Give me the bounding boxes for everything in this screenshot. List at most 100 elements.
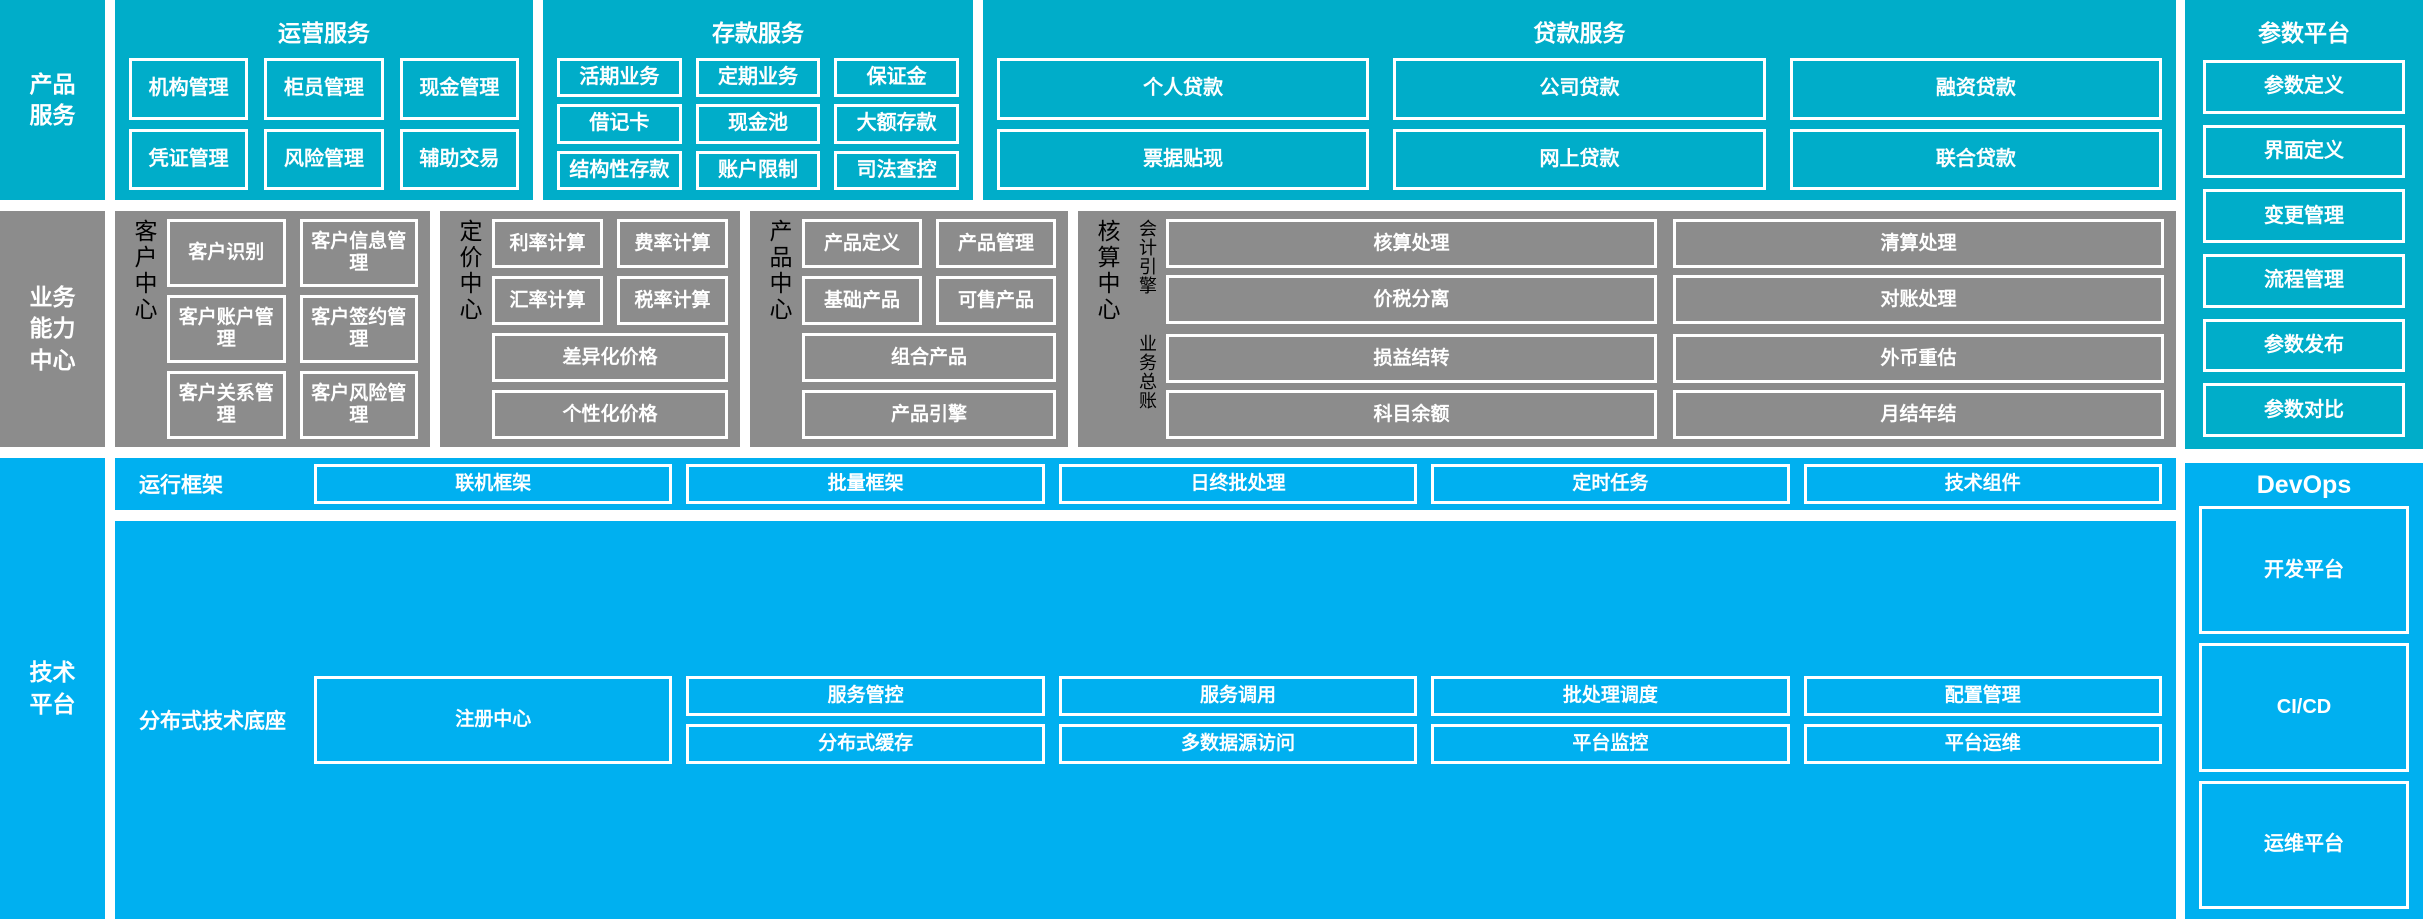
tile-product-4[interactable]: 组合产品	[802, 333, 1056, 382]
panel-grid-operations: 机构管理 柜员管理 现金管理 凭证管理 风险管理 辅助交易	[129, 58, 519, 190]
tile-base-3[interactable]: 配置管理	[1803, 676, 2162, 716]
tile-pricing-0[interactable]: 利率计算	[492, 219, 603, 268]
band-label-business-capability: 业务能力中心	[0, 211, 105, 447]
center-rail-customer: 客户中心	[131, 219, 157, 323]
tile-param-4[interactable]: 参数发布	[2203, 318, 2405, 373]
panel-deposit[interactable]: 存款服务 活期业务 定期业务 保证金 借记卡 现金池 大额存款 结构性存款 账户…	[543, 0, 973, 200]
tile-runtime-4[interactable]: 技术组件	[1803, 464, 2162, 504]
tile-accounting-ledger-0[interactable]: 损益结转	[1166, 334, 1657, 383]
tile-base-anchor[interactable]: 注册中心	[314, 676, 673, 764]
tile-param-2[interactable]: 变更管理	[2203, 189, 2405, 243]
tile-product-2[interactable]: 基础产品	[802, 276, 922, 325]
tile-pricing-4[interactable]: 差异化价格	[492, 333, 728, 382]
tile-deposit-2[interactable]: 保证金	[834, 58, 959, 98]
panel-param-platform[interactable]: 参数平台 参数定义 界面定义 变更管理 流程管理 参数发布 参数对比	[2185, 0, 2423, 449]
band-business-capability: 业务能力中心 客户中心 客户识别 客户信息管理 客户账户管理 客户签约管理 客户…	[0, 211, 2176, 447]
tile-param-5[interactable]: 参数对比	[2203, 383, 2405, 437]
tile-accounting-ledger-1[interactable]: 外币重估	[1673, 334, 2164, 383]
band-label-text: 技术平台	[29, 659, 76, 717]
tile-deposit-1[interactable]: 定期业务	[695, 58, 821, 98]
tile-devops-1[interactable]: CI/CD	[2199, 643, 2409, 772]
tile-loan-3[interactable]: 票据贴现	[997, 128, 1370, 190]
tile-customer-4[interactable]: 客户关系管理	[167, 371, 286, 439]
center-customer[interactable]: 客户中心 客户识别 客户信息管理 客户账户管理 客户签约管理 客户关系管理 客户…	[115, 211, 430, 447]
tile-deposit-7[interactable]: 账户限制	[695, 150, 821, 190]
devops-items: 开发平台 CI/CD 运维平台	[2199, 506, 2409, 909]
tile-accounting-ledger-3[interactable]: 月结年结	[1673, 390, 2164, 439]
center-rail-accounting: 核算中心	[1094, 219, 1120, 323]
technical-bands: 运行框架 联机框架 批量框架 日终批处理 定时任务 技术组件 分布式技术底座 注…	[115, 458, 2176, 919]
tech-band-runtime[interactable]: 运行框架 联机框架 批量框架 日终批处理 定时任务 技术组件	[115, 458, 2176, 510]
tile-accounting-engine-2[interactable]: 价税分离	[1166, 275, 1657, 324]
tile-base-2[interactable]: 批处理调度	[1431, 676, 1790, 716]
tile-loan-4[interactable]: 网上贷款	[1393, 128, 1766, 190]
tile-product-5[interactable]: 产品引擎	[802, 390, 1056, 439]
tile-accounting-ledger-2[interactable]: 科目余额	[1166, 390, 1657, 439]
tech-band-base[interactable]: 分布式技术底座 注册中心 服务管控 服务调用 批处理调度 配置管理 分布式缓存 …	[115, 521, 2176, 919]
center-pricing[interactable]: 定价中心 利率计算 费率计算 汇率计算 税率计算 差异化价格 个性化价格	[440, 211, 740, 447]
band-label-technical-platform: 技术平台	[0, 458, 105, 919]
tech-band-label-runtime: 运行框架	[139, 474, 223, 497]
tile-deposit-8[interactable]: 司法查控	[834, 150, 959, 190]
tile-operations-1[interactable]: 柜员管理	[264, 58, 384, 120]
accounting-group-engine: 会计引擎 核算处理 清算处理 价税分离 对账处理	[1130, 219, 2164, 324]
tile-deposit-5[interactable]: 大额存款	[834, 104, 959, 144]
tile-customer-2[interactable]: 客户账户管理	[167, 295, 286, 363]
tile-operations-0[interactable]: 机构管理	[129, 58, 249, 120]
panel-loan[interactable]: 贷款服务 个人贷款 公司贷款 融资贷款 票据贴现 网上贷款 联合贷款	[983, 0, 2176, 200]
center-grid-customer: 客户识别 客户信息管理 客户账户管理 客户签约管理 客户关系管理 客户风险管理	[167, 219, 418, 439]
tile-runtime-1[interactable]: 批量框架	[686, 464, 1045, 504]
band-technical-platform: 技术平台 运行框架 联机框架 批量框架 日终批处理 定时任务 技术组件 分布式技…	[0, 458, 2176, 919]
tile-customer-0[interactable]: 客户识别	[167, 219, 286, 287]
tile-deposit-3[interactable]: 借记卡	[557, 104, 682, 144]
center-grid-product: 产品定义 产品管理 基础产品 可售产品 组合产品 产品引擎	[802, 219, 1056, 439]
tile-param-1[interactable]: 界面定义	[2203, 124, 2405, 179]
tile-product-0[interactable]: 产品定义	[802, 219, 922, 268]
tile-pricing-5[interactable]: 个性化价格	[492, 390, 728, 439]
tile-customer-5[interactable]: 客户风险管理	[299, 371, 418, 439]
tile-base-0[interactable]: 服务管控	[686, 676, 1045, 716]
tile-base-6[interactable]: 平台监控	[1431, 724, 1790, 764]
tile-base-7[interactable]: 平台运维	[1803, 724, 2162, 764]
accounting-group-ledger: 业务总账 损益结转 外币重估 科目余额 月结年结	[1130, 334, 2164, 439]
tile-pricing-2[interactable]: 汇率计算	[492, 276, 603, 325]
tile-accounting-engine-0[interactable]: 核算处理	[1166, 219, 1657, 268]
param-platform-items: 参数定义 界面定义 变更管理 流程管理 参数发布 参数对比	[2203, 60, 2405, 437]
tile-operations-2[interactable]: 现金管理	[399, 58, 519, 120]
tile-loan-2[interactable]: 融资贷款	[1789, 58, 2162, 120]
center-rail-product: 产品中心	[766, 219, 792, 323]
panel-devops[interactable]: DevOps 开发平台 CI/CD 运维平台	[2185, 463, 2423, 919]
tile-runtime-2[interactable]: 日终批处理	[1058, 464, 1418, 504]
tile-product-3[interactable]: 可售产品	[936, 276, 1056, 325]
center-product[interactable]: 产品中心 产品定义 产品管理 基础产品 可售产品 组合产品 产品引擎	[750, 211, 1068, 447]
tile-runtime-3[interactable]: 定时任务	[1431, 464, 1790, 504]
tile-deposit-0[interactable]: 活期业务	[557, 58, 682, 98]
tile-operations-4[interactable]: 风险管理	[264, 128, 384, 190]
tile-product-1[interactable]: 产品管理	[936, 219, 1056, 268]
tile-base-1[interactable]: 服务调用	[1058, 676, 1418, 716]
tile-param-3[interactable]: 流程管理	[2203, 254, 2405, 308]
tile-runtime-0[interactable]: 联机框架	[314, 464, 673, 504]
tile-pricing-1[interactable]: 费率计算	[617, 219, 728, 268]
tile-loan-1[interactable]: 公司贷款	[1393, 58, 1766, 120]
tile-loan-5[interactable]: 联合贷款	[1789, 128, 2162, 190]
tile-accounting-engine-1[interactable]: 清算处理	[1673, 219, 2164, 268]
tile-devops-2[interactable]: 运维平台	[2199, 780, 2409, 909]
tile-customer-1[interactable]: 客户信息管理	[299, 219, 418, 287]
tile-devops-0[interactable]: 开发平台	[2199, 506, 2409, 635]
tile-base-4[interactable]: 分布式缓存	[686, 724, 1045, 764]
tile-operations-3[interactable]: 凭证管理	[129, 128, 249, 190]
tile-deposit-6[interactable]: 结构性存款	[557, 150, 682, 190]
tile-param-0[interactable]: 参数定义	[2203, 60, 2405, 114]
tile-pricing-3[interactable]: 税率计算	[617, 276, 728, 325]
center-accounting[interactable]: 核算中心 会计引擎 核算处理 清算处理 价税分离 对账处理 业务总账	[1078, 211, 2176, 447]
tile-base-5[interactable]: 多数据源访问	[1058, 724, 1418, 764]
tile-loan-0[interactable]: 个人贷款	[997, 58, 1370, 120]
panel-operations[interactable]: 运营服务 机构管理 柜员管理 现金管理 凭证管理 风险管理 辅助交易	[115, 0, 533, 200]
tile-customer-3[interactable]: 客户签约管理	[299, 295, 418, 363]
tile-accounting-engine-3[interactable]: 对账处理	[1673, 275, 2164, 324]
tile-deposit-4[interactable]: 现金池	[695, 104, 821, 144]
panel-grid-deposit: 活期业务 定期业务 保证金 借记卡 现金池 大额存款 结构性存款 账户限制 司法…	[557, 58, 959, 190]
tile-operations-5[interactable]: 辅助交易	[399, 128, 519, 190]
